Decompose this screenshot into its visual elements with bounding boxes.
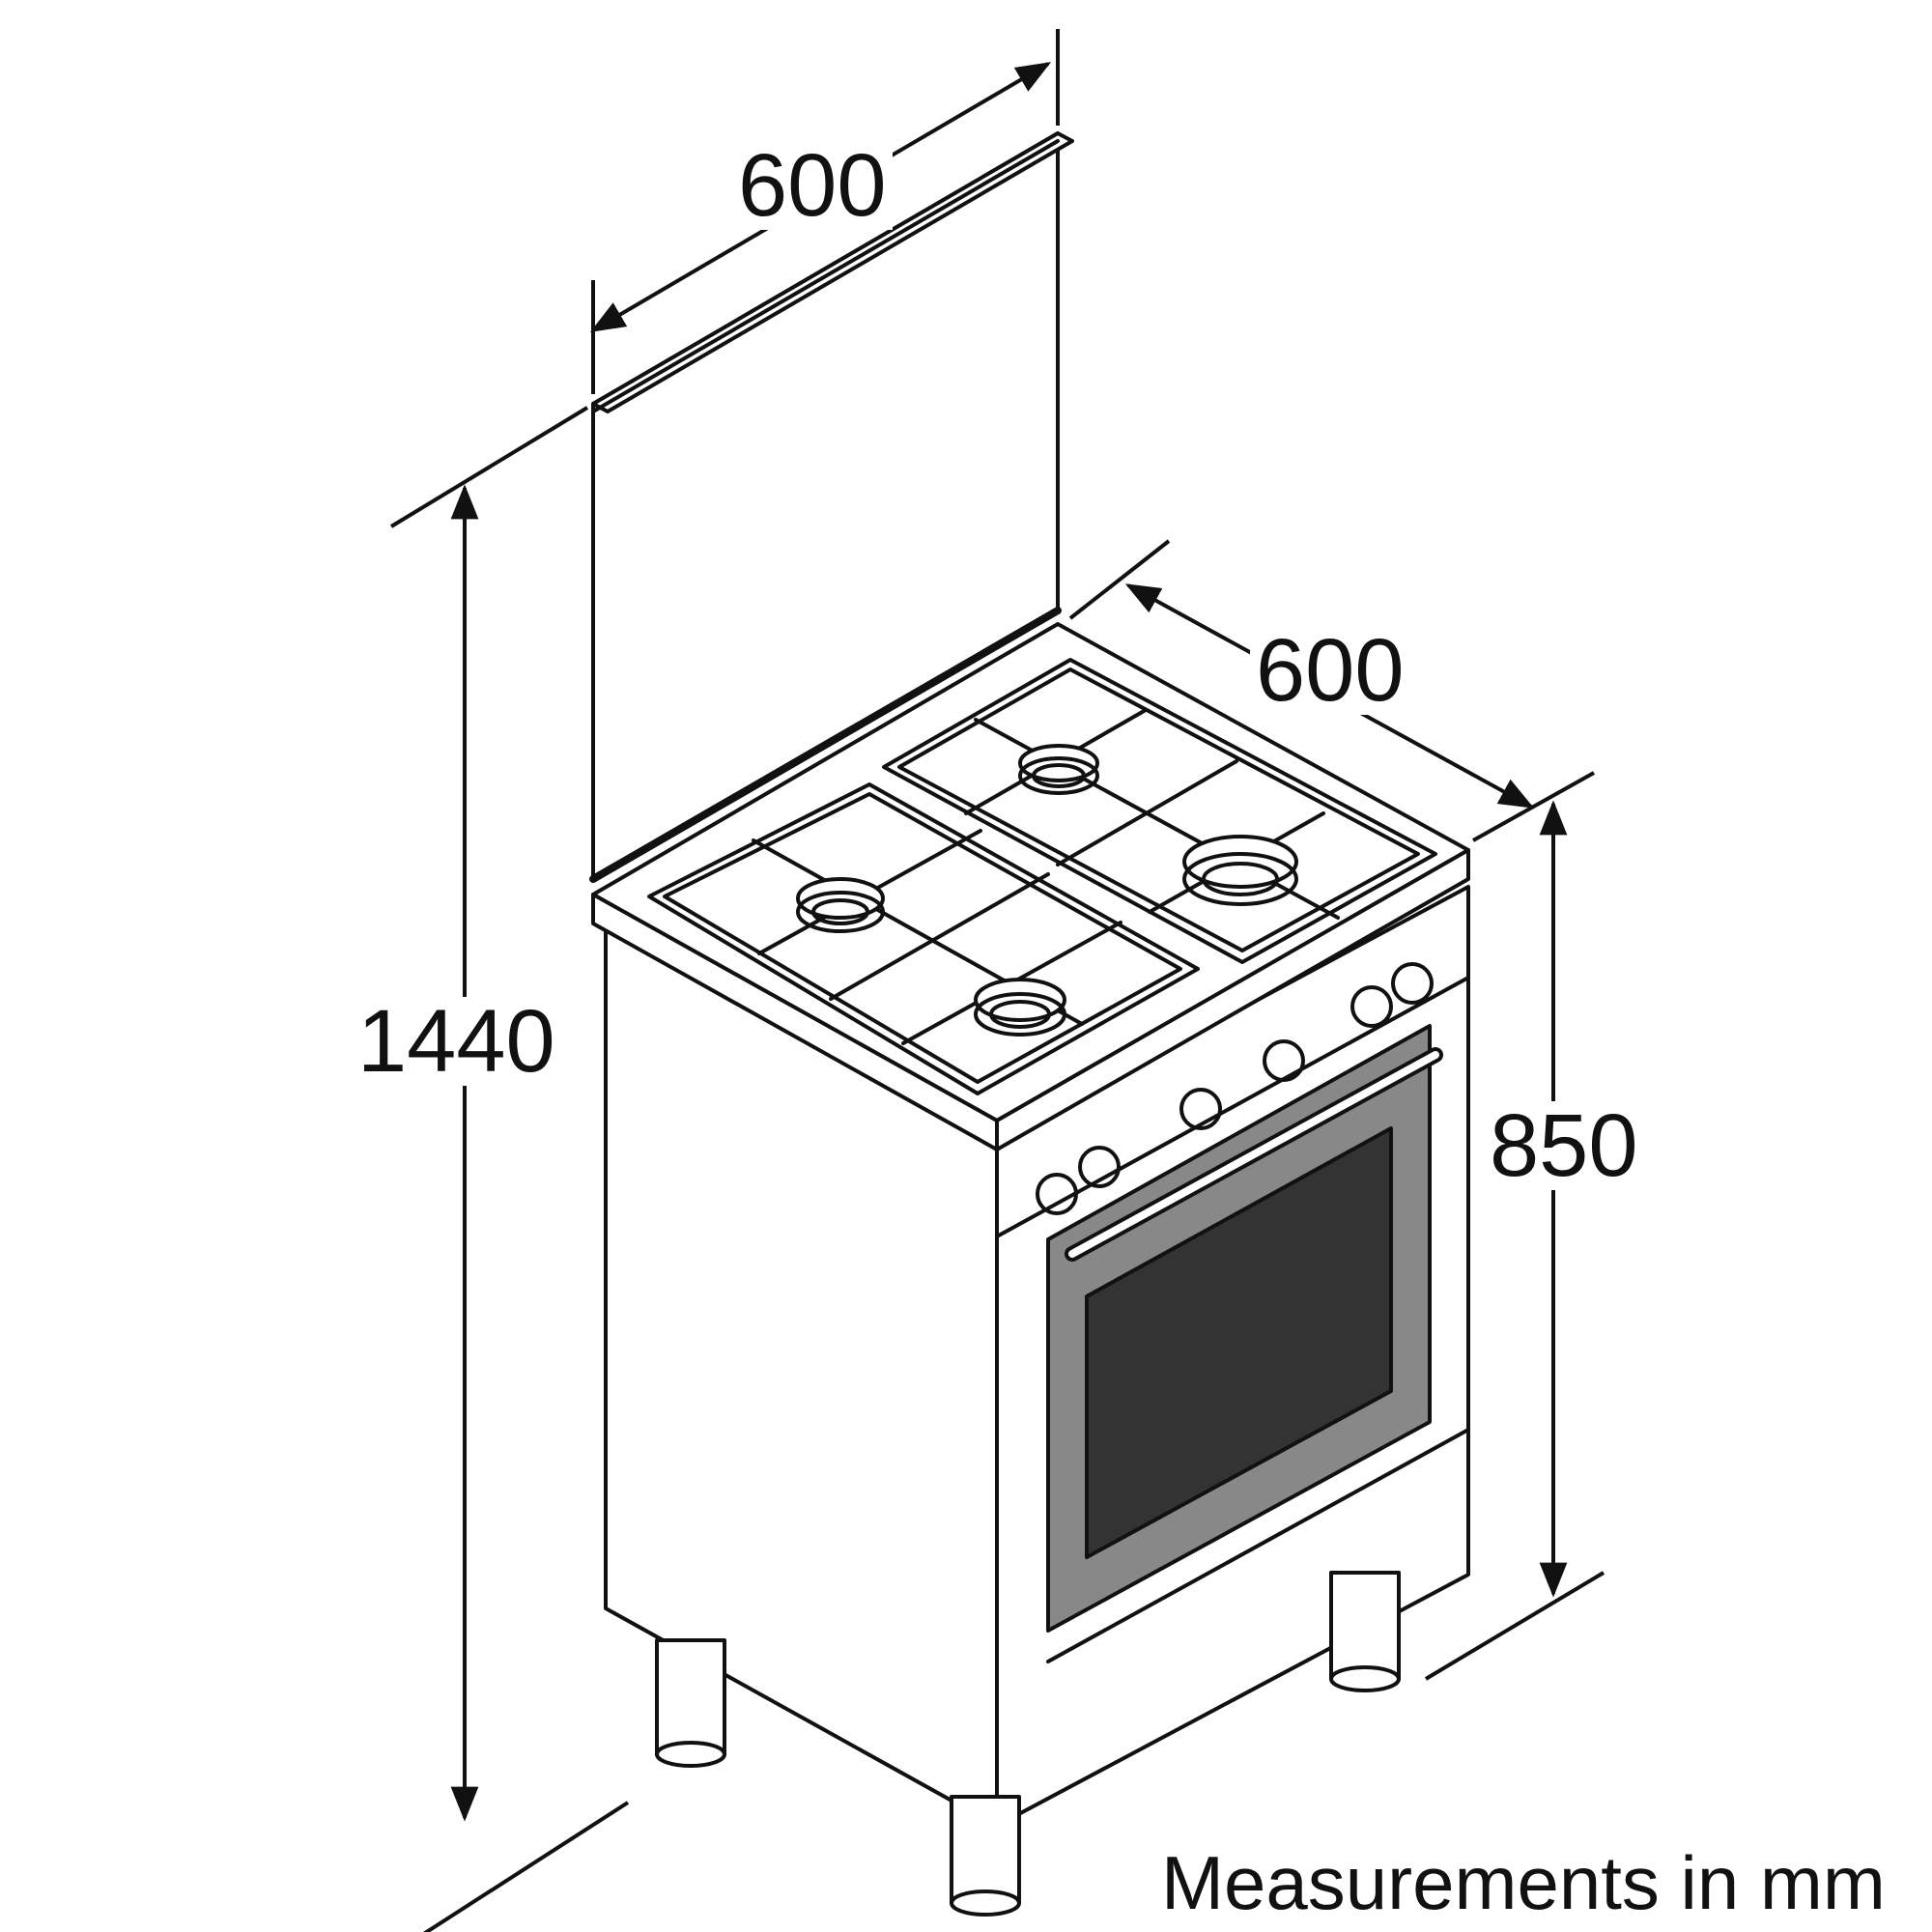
dimension-label-backguard-width: 600 xyxy=(732,141,893,230)
measurement-unit-note: Measurements in mm xyxy=(1161,1840,1886,1925)
control-knob xyxy=(1350,985,1393,1028)
foot xyxy=(950,1795,1021,1905)
control-knob xyxy=(1263,1039,1305,1082)
dimension-line-total-height xyxy=(389,406,630,1932)
foot xyxy=(655,1638,726,1756)
cooker-feet xyxy=(655,1571,1401,1917)
foot xyxy=(1329,1571,1401,1681)
burner-back-right xyxy=(1018,744,1099,795)
burner-front-left xyxy=(974,978,1066,1037)
dimension-line-cooker-height xyxy=(1424,800,1605,1681)
oven-door-handle xyxy=(1065,1047,1443,1262)
dimension-label-cooker-height: 850 xyxy=(1484,1101,1644,1190)
dimension-label-depth: 600 xyxy=(1250,626,1410,715)
burner-back-left xyxy=(796,877,885,933)
oven-door xyxy=(995,976,1470,1663)
dimension-label-total-height: 1440 xyxy=(352,997,561,1086)
burner-front-right xyxy=(1182,835,1298,906)
control-knob xyxy=(1391,962,1434,1005)
